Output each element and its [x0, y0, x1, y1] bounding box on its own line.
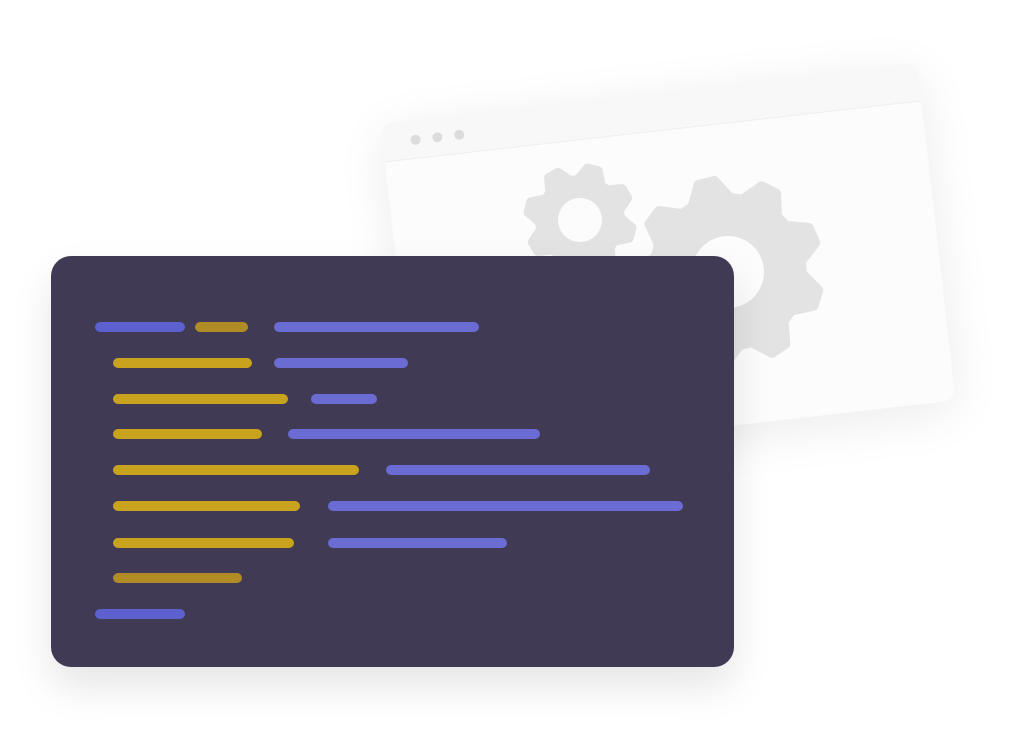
- code-token: [95, 609, 185, 619]
- code-editor-card: [51, 256, 734, 667]
- code-token: [113, 429, 262, 439]
- code-token: [195, 322, 248, 332]
- code-token: [288, 429, 540, 439]
- code-token: [113, 358, 252, 368]
- code-token: [274, 322, 479, 332]
- code-token: [113, 465, 359, 475]
- code-token: [311, 394, 377, 404]
- code-token: [95, 322, 185, 332]
- code-token: [113, 573, 242, 583]
- code-token: [328, 538, 507, 548]
- code-token: [113, 501, 300, 511]
- gear-hole: [558, 198, 602, 242]
- code-token: [113, 394, 288, 404]
- code-token: [274, 358, 408, 368]
- code-token: [386, 465, 650, 475]
- code-token: [328, 501, 683, 511]
- code-token: [113, 538, 294, 548]
